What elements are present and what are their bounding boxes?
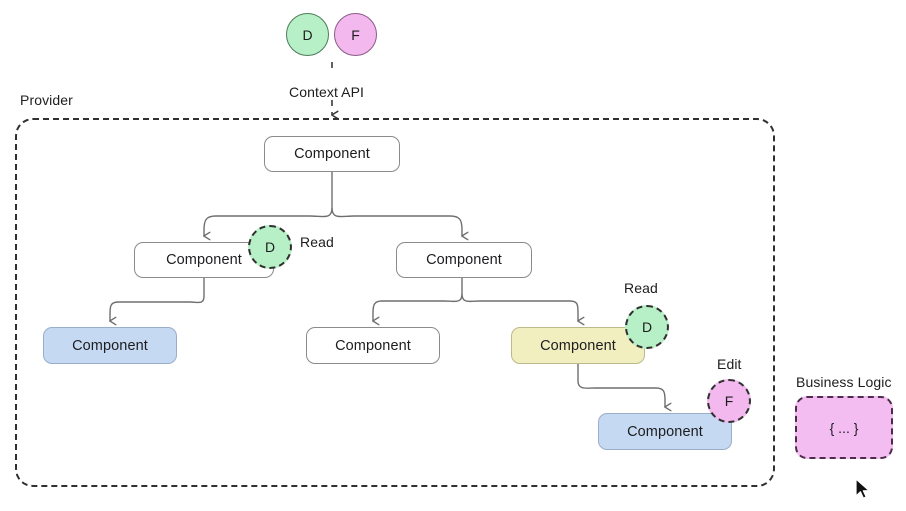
read-token-right-letter: D [641, 319, 653, 335]
component-node-leaf-middle-label: Component [335, 337, 411, 354]
context-token-function[interactable]: F [334, 13, 377, 56]
component-node-root[interactable]: Component [264, 136, 400, 172]
component-node-right[interactable]: Component [396, 242, 532, 278]
provider-boundary [15, 118, 775, 487]
context-token-function-letter: F [351, 26, 360, 43]
component-node-left-label: Component [166, 252, 242, 268]
edit-token[interactable]: F [707, 379, 751, 423]
component-node-leaf-yellow-label: Component [540, 337, 616, 354]
business-logic-box[interactable]: { ... } [795, 396, 893, 459]
component-node-leaf-edit[interactable]: Component [598, 413, 732, 450]
business-logic-code: { ... } [829, 419, 859, 436]
component-node-root-label: Component [294, 146, 370, 162]
component-node-leaf-blue-label: Component [72, 337, 148, 354]
provider-label: Provider [20, 92, 73, 108]
read-label-left: Read [300, 234, 334, 250]
read-label-right: Read [624, 280, 658, 296]
component-node-leaf-edit-label: Component [627, 423, 703, 440]
component-node-leaf-middle[interactable]: Component [306, 327, 440, 364]
component-node-leaf-blue[interactable]: Component [43, 327, 177, 364]
component-node-right-label: Component [426, 252, 502, 268]
edit-token-letter: F [724, 393, 734, 409]
mouse-cursor [855, 478, 870, 499]
read-token-left[interactable]: D [248, 225, 292, 269]
read-token-left-letter: D [264, 239, 276, 255]
component-node-leaf-yellow[interactable]: Component [511, 327, 645, 364]
context-token-data[interactable]: D [286, 13, 329, 56]
context-token-data-letter: D [302, 26, 313, 43]
context-api-label: Context API [289, 84, 365, 100]
edit-label: Edit [717, 356, 742, 372]
business-logic-label: Business Logic [796, 374, 892, 390]
read-token-right[interactable]: D [625, 305, 669, 349]
